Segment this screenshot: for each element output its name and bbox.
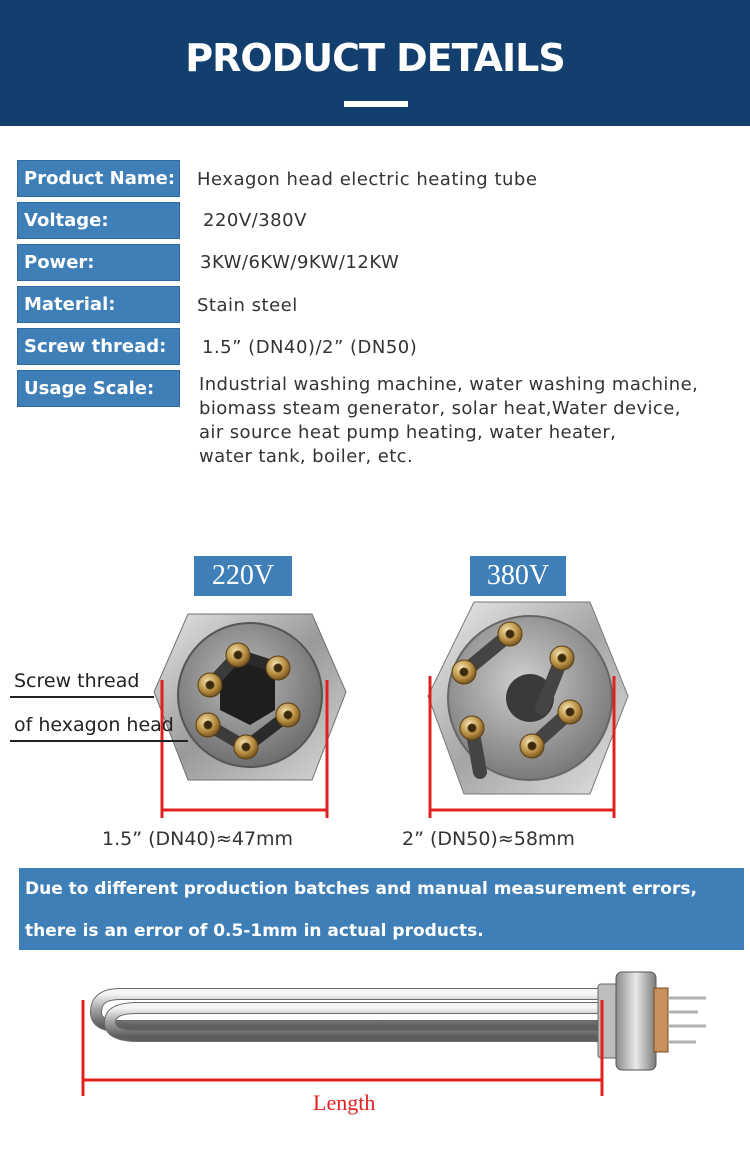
spec-value-usage-scale: Industrial washing machine, water washin… <box>199 373 698 469</box>
spec-label-usage-scale: Usage Scale: <box>17 370 180 407</box>
measurement-notice: Due to different production batches and … <box>19 868 744 950</box>
notice-line1: Due to different production batches and … <box>25 879 697 899</box>
spec-value-screw-thread: 1.5” (DN40)/2” (DN50) <box>202 337 418 358</box>
spec-label-material: Material: <box>17 286 180 323</box>
spec-label-voltage: Voltage: <box>17 202 180 239</box>
heating-tube-photo <box>81 971 706 1096</box>
size-label-220v: 1.5” (DN40)≈47mm <box>102 828 294 850</box>
badge-220v: 220V <box>194 556 292 596</box>
spec-value-voltage: 220V/380V <box>203 210 307 231</box>
title-underline <box>344 101 408 107</box>
usage-line: water tank, boiler, etc. <box>199 446 414 467</box>
page-title: PRODUCT DETAILS <box>185 36 565 80</box>
usage-line: Industrial washing machine, water washin… <box>199 374 699 395</box>
measurement-brackets <box>160 676 616 818</box>
length-label: Length <box>313 1090 376 1115</box>
terminal-photo-380v <box>427 601 629 795</box>
spec-value-material: Stain steel <box>197 295 298 316</box>
screw-thread-label-line1: Screw thread <box>14 670 140 692</box>
spec-value-power: 3KW/6KW/9KW/12KW <box>200 252 400 273</box>
terminal-photo-220v <box>153 613 347 781</box>
spec-value-product-name: Hexagon head electric heating tube <box>197 169 538 190</box>
notice-line2: there is an error of 0.5-1mm in actual p… <box>25 921 484 941</box>
spec-label-screw-thread: Screw thread: <box>17 328 180 365</box>
screw-thread-label-line2: of hexagon head <box>14 714 174 736</box>
spec-label-product-name: Product Name: <box>17 160 180 197</box>
usage-line: biomass steam generator, solar heat,Wate… <box>199 398 681 419</box>
badge-380v: 380V <box>470 556 566 596</box>
screw-label-underline <box>10 740 188 742</box>
header-banner: PRODUCT DETAILS <box>0 0 750 126</box>
screw-label-underline <box>10 696 154 698</box>
usage-line: air source heat pump heating, water heat… <box>199 422 617 443</box>
spec-label-power: Power: <box>17 244 180 281</box>
size-label-380v: 2” (DN50)≈58mm <box>402 828 575 850</box>
